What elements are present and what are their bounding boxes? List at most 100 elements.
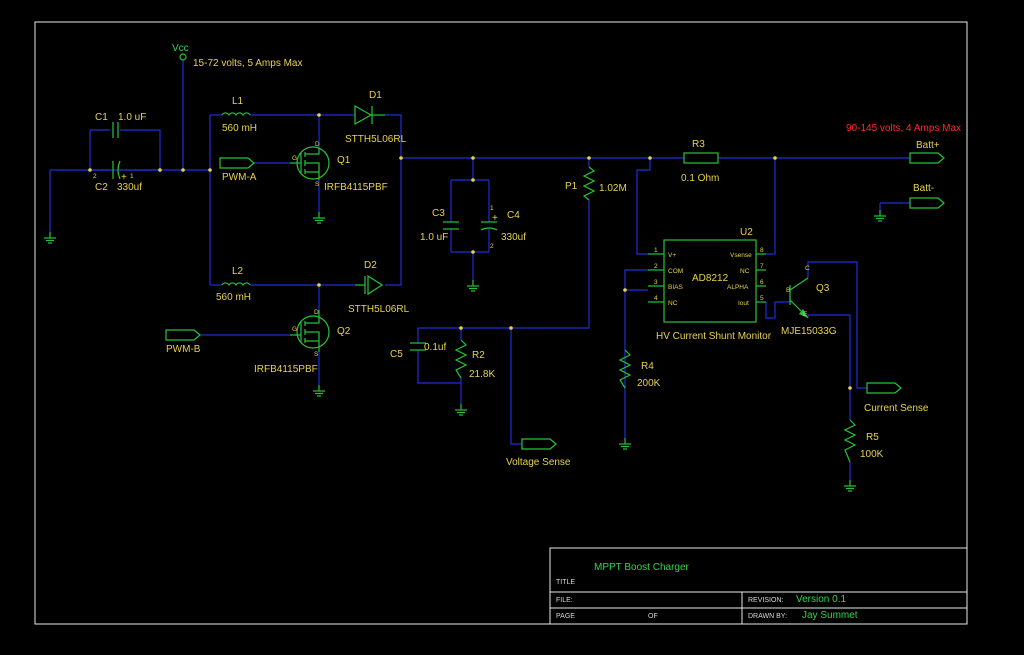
current-sense-label: Current Sense <box>864 403 929 414</box>
revision-value: Version 0.1 <box>796 594 846 605</box>
q3-emitter-pin: E <box>803 311 808 318</box>
inductor-l2: L2 560 mH <box>216 266 251 303</box>
d2-ref: D2 <box>364 260 377 271</box>
q3-value: MJE15033G <box>781 326 837 337</box>
q1-ref: Q1 <box>337 155 351 166</box>
file-label: FILE: <box>556 597 573 604</box>
c4-pin1: 1 <box>490 205 494 212</box>
u2-pin7-num: 7 <box>760 263 764 270</box>
c3-value: 1.0 uF <box>420 232 448 243</box>
drawing-frame <box>34 21 968 625</box>
q2-value: IRFB4115PBF <box>254 364 318 375</box>
resistor-r3: R3 0.1 Ohm <box>681 139 719 184</box>
drawing-title: MPPT Boost Charger <box>594 562 690 573</box>
l2-ref: L2 <box>232 266 244 277</box>
r4-ref: R4 <box>641 361 654 372</box>
c4-value: 330uf <box>501 232 526 243</box>
q1-value: IRFB4115PBF <box>324 182 388 193</box>
d2-value: STTH5L06RL <box>348 304 410 315</box>
q3-base-pin: B <box>786 287 790 294</box>
junction-dots <box>88 113 852 390</box>
u2-ref: U2 <box>740 227 753 238</box>
q2-source-pin: S <box>314 351 319 358</box>
pwm-a-label: PWM-A <box>222 172 257 183</box>
u2-pin6-name: ALPHA <box>727 284 749 291</box>
q2-gate-pin: G <box>292 326 297 333</box>
mosfet-q2: G D S Q2 IRFB4115PBF <box>254 309 351 375</box>
r3-ref: R3 <box>692 139 705 150</box>
q2-ref: Q2 <box>337 326 351 337</box>
u2-pin8-name: Vsense <box>730 252 752 259</box>
resistor-p1: P1 1.02M <box>565 166 627 201</box>
c5-ref: C5 <box>390 349 403 360</box>
port-pwm-b: PWM-B <box>165 329 201 355</box>
vcc-label: Vcc <box>172 43 189 54</box>
c1-ref: C1 <box>95 112 108 123</box>
q3-ref: Q3 <box>816 283 830 294</box>
inductor-l1: L1 560 mH <box>221 96 257 134</box>
c4-ref: C4 <box>507 210 520 221</box>
l1-ref: L1 <box>232 96 244 107</box>
vin-note: 15-72 volts, 5 Amps Max <box>193 58 303 69</box>
drawn-by-value: Jay Summet <box>802 610 858 621</box>
capacitor-c2: C2 330uf 2 1 + <box>93 160 142 193</box>
c2-value: 330uf <box>117 182 142 193</box>
c4-pin2: 2 <box>490 243 494 250</box>
c4-plus: + <box>492 213 498 224</box>
u2-pin3-name: BIAS <box>668 284 683 291</box>
c2-ref: C2 <box>95 182 108 193</box>
port-current-sense: Current Sense <box>864 382 929 414</box>
q2-drain-pin: D <box>314 309 319 316</box>
c5-value: 0.1uf <box>424 342 446 353</box>
u2-pin4-name: NC <box>668 300 678 307</box>
capacitor-c3: C3 1.0 uF <box>420 208 459 243</box>
capacitor-c4: + 1 2 C4 330uf <box>480 205 526 250</box>
r3-value: 0.1 Ohm <box>681 173 719 184</box>
resistor-r2: R2 21.8K <box>454 339 495 380</box>
p1-ref: P1 <box>565 181 578 192</box>
u2-pin3-num: 3 <box>654 279 658 286</box>
wires <box>49 60 910 480</box>
u2-pin8-num: 8 <box>760 247 764 254</box>
q1-gate-pin: G <box>292 155 297 162</box>
q1-source-pin: S <box>315 181 320 188</box>
d1-value: STTH5L06RL <box>345 134 407 145</box>
u2-pin1-num: 1 <box>654 247 658 254</box>
voltage-sense-label: Voltage Sense <box>506 457 571 468</box>
diode-d1: D1 STTH5L06RL <box>345 90 407 145</box>
batt-plus-label: Batt+ <box>916 140 940 151</box>
capacitor-c1: C1 1.0 uF <box>95 112 146 138</box>
r4-value: 200K <box>637 378 661 389</box>
u2-pin5-num: 5 <box>760 295 764 302</box>
mosfet-q1: G D S Q1 IRFB4115PBF <box>290 141 388 193</box>
title-label: TITLE <box>556 579 575 586</box>
r2-value: 21.8K <box>469 369 495 380</box>
u2-desc: HV Current Shunt Monitor <box>656 331 772 342</box>
page-label: PAGE <box>556 613 575 620</box>
r5-ref: R5 <box>866 432 879 443</box>
u2-pin6-num: 6 <box>760 279 764 286</box>
ic-u2: U2 AD8212 HV Current Shunt Monitor 1 V+ … <box>648 227 772 342</box>
u2-pin2-num: 2 <box>654 263 658 270</box>
port-batt-minus: Batt- <box>909 183 945 209</box>
c2-plus: + <box>121 172 127 183</box>
pwm-b-label: PWM-B <box>166 344 201 355</box>
p1-value: 1.02M <box>599 183 627 194</box>
q1-drain-pin: D <box>315 141 320 148</box>
u2-pin2-name: COM <box>668 268 683 275</box>
c2-pin1: 1 <box>130 173 134 180</box>
batt-minus-label: Batt- <box>913 183 934 194</box>
resistor-r4: R4 200K <box>618 349 661 389</box>
vout-note: 90-145 volts, 4 Amps Max <box>846 123 961 134</box>
c1-value: 1.0 uF <box>118 112 146 123</box>
c2-pin2: 2 <box>93 173 97 180</box>
port-voltage-sense: Voltage Sense <box>506 438 571 468</box>
u2-pin1-name: V+ <box>668 252 676 259</box>
r2-ref: R2 <box>472 350 485 361</box>
l2-value: 560 mH <box>216 292 251 303</box>
vcc-symbol: Vcc 15-72 volts, 5 Amps Max <box>172 43 303 69</box>
u2-part: AD8212 <box>692 273 729 284</box>
l1-value: 560 mH <box>222 123 257 134</box>
title-block: TITLE MPPT Boost Charger FILE: PAGE OF R… <box>549 547 968 625</box>
